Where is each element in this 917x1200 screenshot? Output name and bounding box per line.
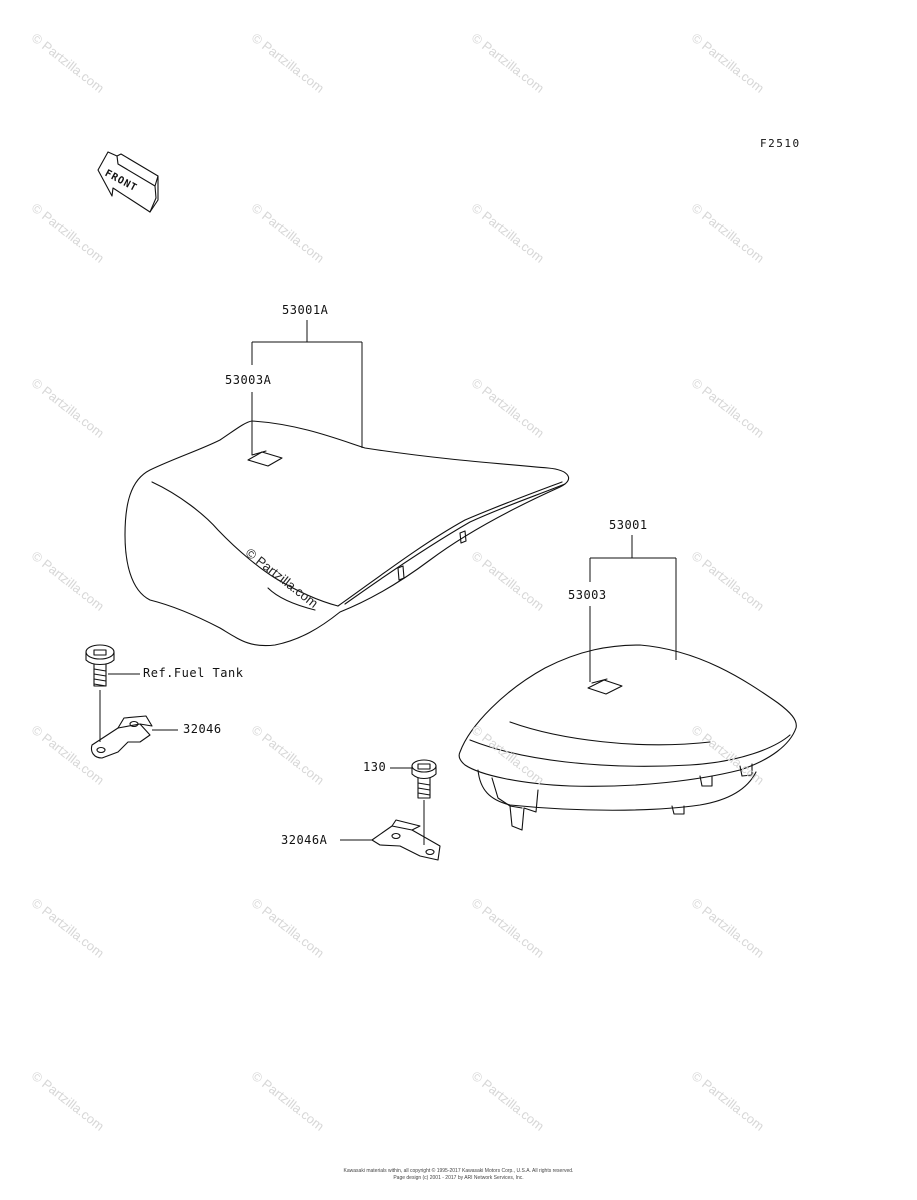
ref-fuel-tank-label: Ref.Fuel Tank [143, 666, 244, 680]
callout-53001[interactable]: 53001 [609, 518, 648, 532]
bolt-icon [85, 644, 115, 687]
bolt-130-icon [411, 759, 437, 799]
callout-32046[interactable]: 32046 [183, 722, 222, 736]
callout-53003a[interactable]: 53003A [225, 373, 272, 387]
callout-130[interactable]: 130 [363, 760, 387, 774]
leader-lines [99, 320, 677, 845]
front-seat [124, 420, 570, 647]
copyright-line: Kawasaki materials within, all copyright… [343, 1168, 574, 1174]
figure-id: F2510 [760, 137, 801, 150]
rear-seat [458, 644, 797, 831]
design-credit-line: Page design (c) 2001 - 2017 by ARI Netwo… [393, 1175, 524, 1181]
callout-53001a[interactable]: 53001A [282, 303, 329, 317]
bracket-32046-icon [90, 715, 153, 759]
callout-53003[interactable]: 53003 [568, 588, 607, 602]
bracket-32046a-icon [371, 819, 441, 861]
front-arrow-icon [97, 151, 159, 213]
callout-32046a[interactable]: 32046A [281, 833, 328, 847]
